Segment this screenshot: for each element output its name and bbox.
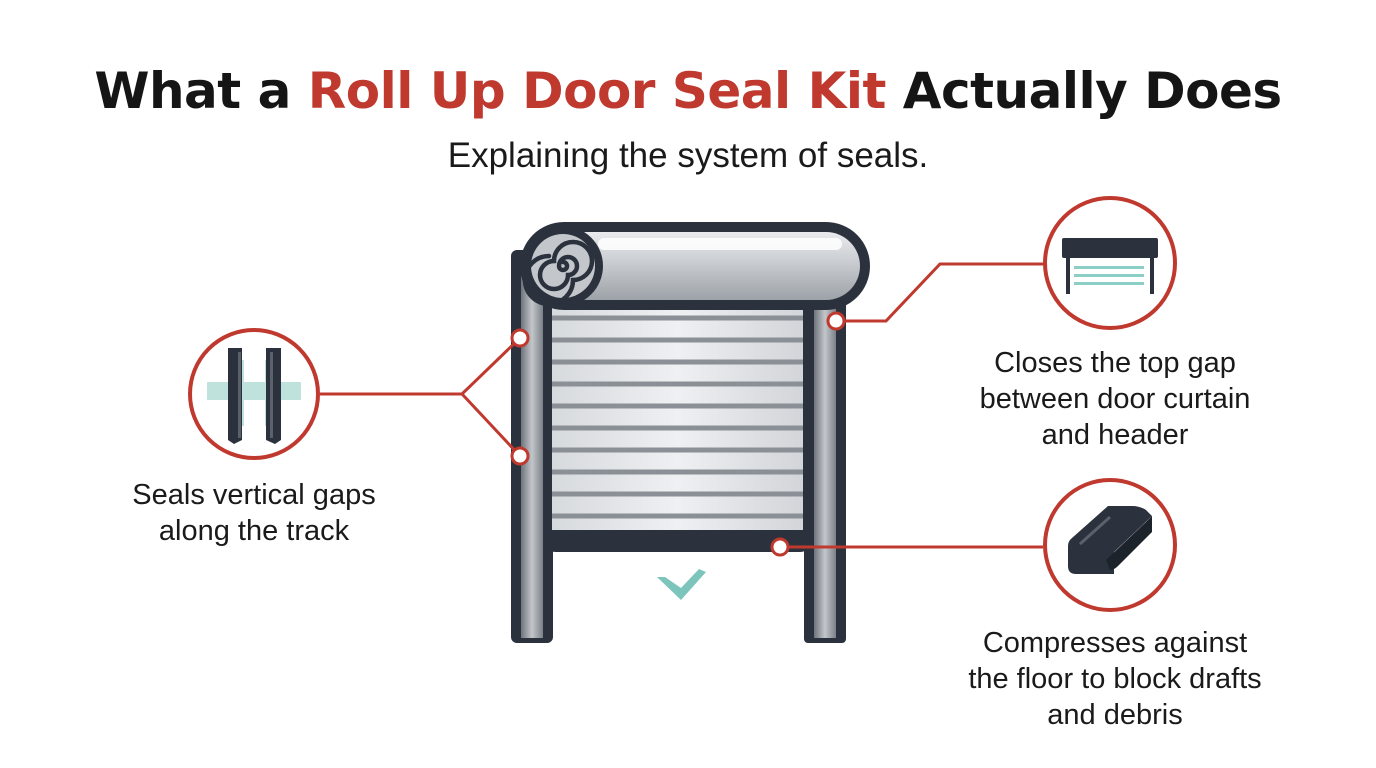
bottom-seal-icon [1043, 478, 1177, 612]
caption-line: and header [1041, 419, 1189, 451]
bottom-seal-anchor [770, 537, 790, 557]
left-track-rail [511, 250, 553, 643]
page-title: What a Roll Up Door Seal Kit Actually Do… [0, 56, 1376, 126]
callout-leader-lines [320, 262, 1044, 549]
door-roll-drum [520, 222, 870, 310]
right-track-rail [804, 298, 846, 643]
door-curtain [544, 298, 811, 552]
caption-line: along the track [158, 515, 350, 547]
side-seal-caption: Seals vertical gaps along the track [74, 477, 434, 549]
header-seal-icon [1043, 196, 1177, 330]
caption-line: and debris [1047, 699, 1183, 731]
side-seal-anchor-upper [510, 328, 530, 348]
bottom-seal-caption: Compresses against the floor to block dr… [920, 625, 1310, 733]
caption-line: Seals vertical gaps [132, 479, 376, 511]
title-suffix: Actually Does [885, 62, 1282, 120]
caption-line: Closes the top gap [994, 347, 1236, 379]
header-seal-anchor [826, 311, 846, 331]
page-subtitle: Explaining the system of seals. [447, 136, 929, 175]
caption-line: between door curtain [979, 383, 1251, 415]
title-prefix: What a [94, 62, 308, 120]
caption-line: Compresses against [982, 627, 1248, 659]
header-seal-caption: Closes the top gap between door curtain … [920, 345, 1310, 453]
caption-line: the floor to block drafts [968, 663, 1262, 695]
title-accent: Roll Up Door Seal Kit [307, 62, 887, 120]
side-seal-anchor-lower [510, 446, 530, 466]
side-track-seal-icon [188, 328, 320, 460]
down-arrow-icon [657, 569, 706, 600]
